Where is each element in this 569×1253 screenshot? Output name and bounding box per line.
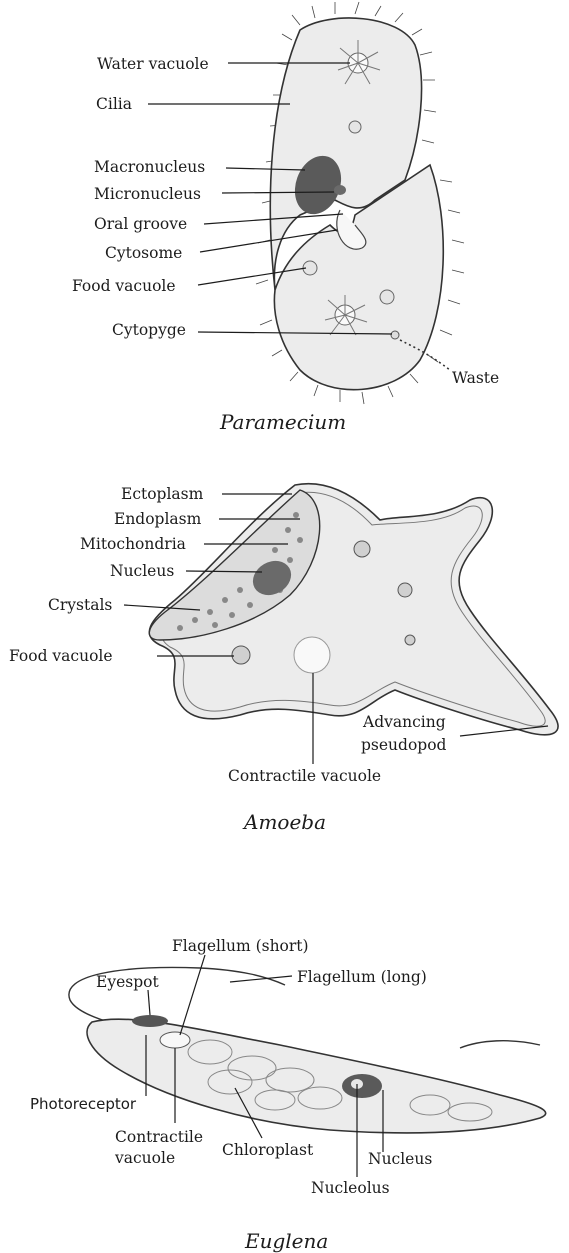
label-micronucleus: Micronucleus <box>94 185 201 203</box>
euglena-flagellum-tail <box>460 1041 540 1048</box>
label-waste: Waste <box>452 369 499 387</box>
label-cytopyge: Cytopyge <box>112 321 186 339</box>
paramecium-cytopyge <box>391 331 399 339</box>
caption-amoeba: Amoeba <box>242 810 326 834</box>
label-chloroplast: Chloroplast <box>222 1141 314 1159</box>
label-nucleus: Nucleus <box>110 562 174 580</box>
label-oral-groove: Oral groove <box>94 215 187 233</box>
label-contractile-vacuole: Contractile vacuole <box>228 767 381 785</box>
caption-paramecium: Paramecium <box>219 410 346 434</box>
label-flagellum-short: Flagellum (short) <box>172 937 309 955</box>
euglena-figure: Flagellum (short) Eyespot Flagellum (lon… <box>30 937 546 1253</box>
label-flagellum-long: Flagellum (long) <box>297 968 427 986</box>
label-cilia: Cilia <box>96 95 132 113</box>
caption-euglena: Euglena <box>244 1229 328 1253</box>
euglena-reservoir <box>160 1032 190 1048</box>
label-eyespot: Eyespot <box>96 973 159 991</box>
label-nucleolus: Nucleolus <box>311 1179 390 1197</box>
label-crystals: Crystals <box>48 596 112 614</box>
label-photoreceptor: Photoreceptor <box>30 1095 137 1113</box>
label-food-vacuole: Food vacuole <box>72 277 176 295</box>
label-pseudopod: pseudopod <box>361 736 447 754</box>
label-macronucleus: Macronucleus <box>94 158 205 176</box>
label-advancing: Advancing <box>362 713 446 731</box>
euglena-eyespot <box>132 1015 168 1027</box>
euglena-body <box>87 1019 546 1133</box>
label-water-vacuole: Water vacuole <box>97 55 209 73</box>
label-vacuole: vacuole <box>114 1149 175 1167</box>
label-nucleus-euglena: Nucleus <box>368 1150 432 1168</box>
label-ectoplasm: Ectoplasm <box>121 485 204 503</box>
label-cytosome: Cytosome <box>105 244 182 262</box>
label-endoplasm: Endoplasm <box>114 510 202 528</box>
paramecium-food-vacuole <box>349 121 361 133</box>
amoeba-figure: Ectoplasm Endoplasm Mitochondria Nucleus… <box>9 484 558 834</box>
label-mitochondria: Mitochondria <box>80 535 186 553</box>
paramecium-micronucleus <box>334 185 346 195</box>
paramecium-food-vacuole <box>380 290 394 304</box>
label-contractile: Contractile <box>115 1128 203 1146</box>
label-food-vacuole: Food vacuole <box>9 647 113 665</box>
amoeba-contractile-vacuole <box>294 637 330 673</box>
paramecium-figure: Water vacuole Cilia Macronucleus Micronu… <box>72 2 499 434</box>
